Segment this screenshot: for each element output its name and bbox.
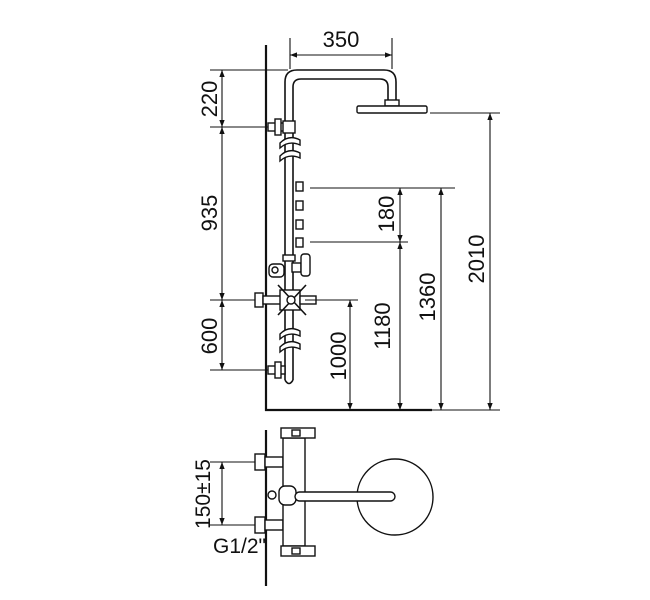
lower-inlet-nut bbox=[254, 516, 266, 534]
dimension-label: 220 bbox=[197, 81, 222, 118]
dimension-label: 2010 bbox=[464, 235, 489, 284]
lower-inlet bbox=[264, 519, 284, 531]
dimension-label: 350 bbox=[323, 27, 360, 52]
column-section-plan bbox=[278, 485, 297, 506]
column-pipe-inner bbox=[292, 78, 389, 380]
showerhead bbox=[356, 105, 428, 114]
bracket-nut bbox=[274, 118, 282, 136]
hanger-clip bbox=[279, 327, 301, 341]
top-handle-cap bbox=[291, 429, 301, 437]
column-pipe-outer bbox=[284, 69, 397, 380]
lower-wall-bracket bbox=[267, 361, 286, 379]
hanger-clip bbox=[279, 340, 301, 354]
body-jet bbox=[295, 219, 304, 230]
dimension-label: 600 bbox=[197, 318, 222, 355]
upper-inlet bbox=[264, 456, 284, 468]
dimension-left-chain: 220 935 600 bbox=[197, 69, 288, 371]
diverter-connector bbox=[291, 262, 302, 273]
mixer-inlet bbox=[262, 295, 282, 305]
hanger-clip bbox=[279, 149, 301, 163]
bottom-handle-cap bbox=[291, 547, 301, 555]
elevation-view: 350 220 935 600 180 1180 bbox=[197, 27, 500, 412]
diverter-knob-center bbox=[271, 266, 279, 274]
dimension-label: 180 bbox=[374, 196, 399, 233]
upper-hose-hanger bbox=[279, 136, 301, 163]
body-jet bbox=[295, 181, 304, 192]
column-bottom-cap bbox=[284, 379, 294, 385]
body-jet bbox=[295, 200, 304, 211]
showerhead-mount bbox=[384, 99, 400, 107]
upper-inlet-nut bbox=[254, 453, 266, 471]
dimension-right-group: 180 1180 1360 2010 1000 bbox=[305, 112, 500, 410]
hanger-clip bbox=[279, 136, 301, 150]
mixer-handle-hub bbox=[286, 295, 296, 305]
dimension-label: 150±15 bbox=[192, 459, 215, 529]
diverter-ring bbox=[282, 254, 296, 262]
plan-view: 150±15 G1/2" bbox=[192, 427, 434, 586]
diverter-knob-plan bbox=[267, 490, 277, 500]
lower-hose-hanger bbox=[279, 327, 301, 354]
body-jet bbox=[295, 237, 304, 248]
mixer-inlet-nut bbox=[254, 292, 264, 308]
diverter-lever bbox=[300, 253, 311, 277]
body-jets bbox=[295, 181, 304, 248]
upper-wall-bracket bbox=[267, 118, 296, 136]
bracket-ring bbox=[282, 120, 296, 134]
dimension-label: 1180 bbox=[370, 302, 395, 349]
dimension-label: 1360 bbox=[415, 273, 440, 322]
bracket-nut bbox=[274, 361, 282, 379]
diverter bbox=[268, 253, 311, 278]
thread-label: G1/2" bbox=[213, 535, 266, 558]
dimension-arm-projection: 350 bbox=[289, 27, 393, 69]
dimension-label: 935 bbox=[197, 195, 222, 232]
dimension-inlet-spacing: 150±15 bbox=[192, 459, 255, 529]
shower-arm-plan bbox=[294, 491, 396, 502]
dimension-label: 1000 bbox=[326, 332, 351, 381]
